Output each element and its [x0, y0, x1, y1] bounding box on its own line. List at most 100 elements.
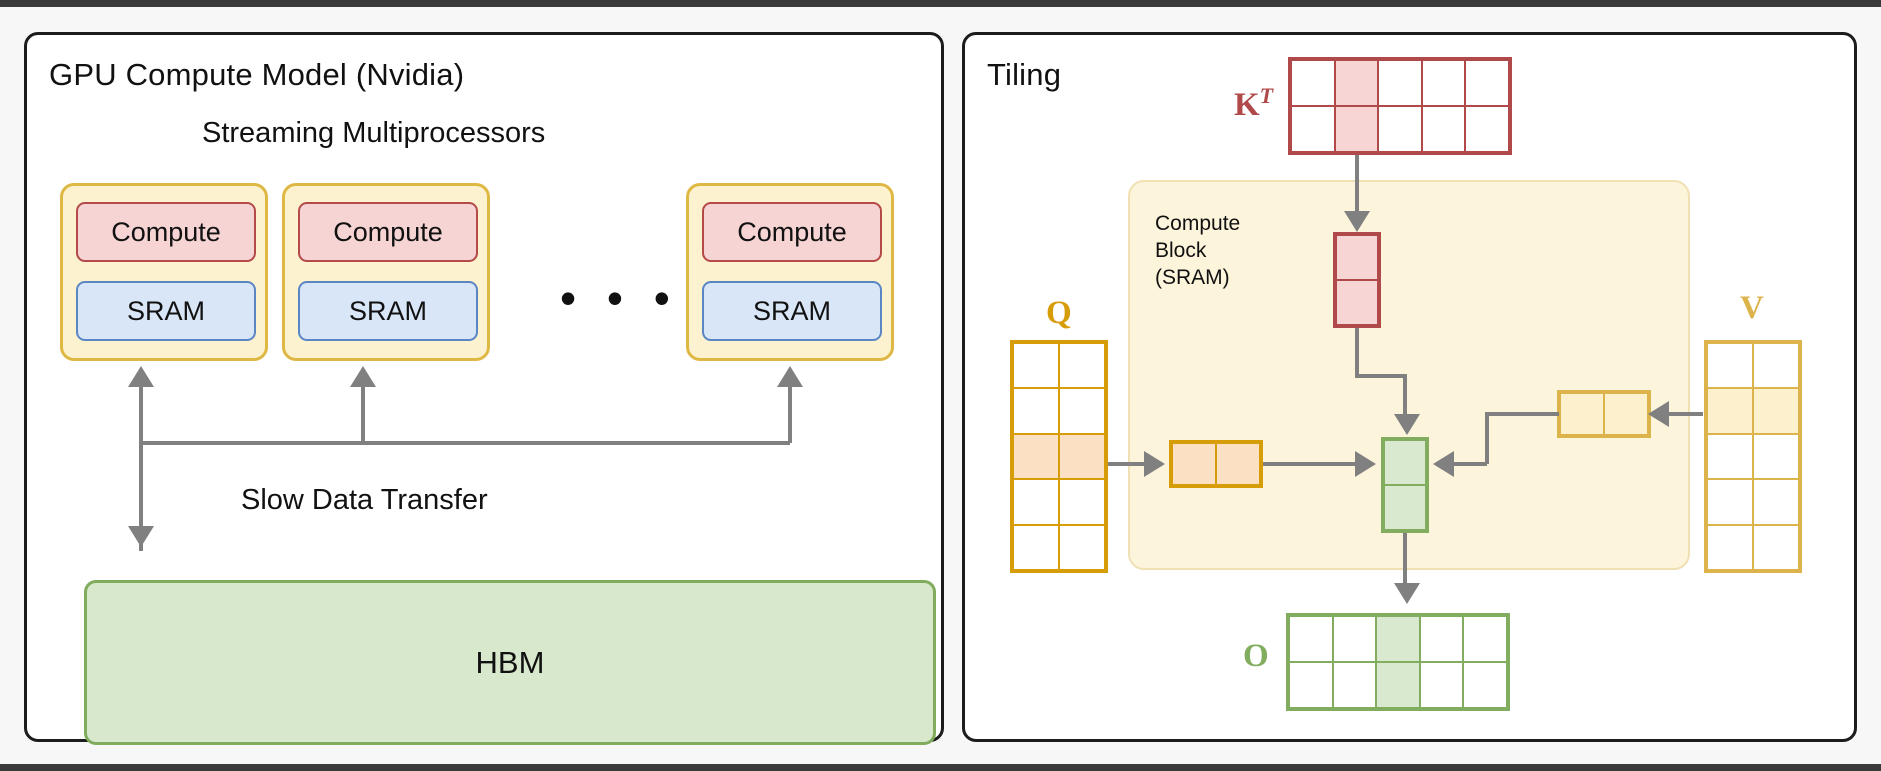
- matrix-cell: [1463, 616, 1507, 662]
- wire-vtile-into-otile: [1452, 462, 1487, 466]
- hbm-label: HBM: [475, 644, 545, 680]
- frame-border-bottom: [0, 764, 1881, 771]
- matrix-label-k-transpose: KT: [1234, 83, 1273, 124]
- matrix-cell: [1463, 662, 1507, 708]
- arrow-down-to-hbm: [128, 526, 154, 547]
- matrix-cell: [1707, 388, 1753, 434]
- bus-riser-sm-2: [361, 387, 365, 443]
- matrix-cell: [1376, 616, 1420, 662]
- matrix-cell: [1059, 388, 1105, 434]
- sm-block-2[interactable]: Compute SRAM: [282, 183, 490, 361]
- hbm-memory-block[interactable]: HBM: [84, 580, 936, 745]
- matrix-label-v: V: [1740, 290, 1764, 327]
- matrix-cell: [1753, 524, 1799, 570]
- matrix-label-k-text: K: [1234, 87, 1260, 123]
- tile-cell: [1216, 443, 1260, 485]
- matrix-cell: [1419, 616, 1464, 662]
- bus-down-leg-to-hbm: [139, 441, 143, 551]
- panel-gpu-compute-model: GPU Compute Model (Nvidia) Streaming Mul…: [24, 32, 944, 745]
- matrix-cell: [1753, 343, 1799, 389]
- matrix-cell: [1289, 616, 1333, 662]
- matrix-cell: [1334, 106, 1379, 152]
- matrix-k-transpose[interactable]: [1288, 57, 1512, 155]
- arrow-ktile-into-otile: [1394, 414, 1420, 435]
- q-tile-in-sram[interactable]: [1169, 440, 1263, 488]
- arrow-k-to-ktile: [1344, 211, 1370, 232]
- matrix-cell: [1059, 479, 1105, 525]
- matrix-o[interactable]: [1286, 613, 1510, 711]
- arrow-q-to-qtile: [1144, 451, 1165, 477]
- wire-ktile-into-otile: [1403, 374, 1407, 416]
- matrix-cell: [1013, 388, 1059, 434]
- wire-k-to-ktile: [1355, 155, 1359, 211]
- bus-riser-sm-1: [139, 387, 143, 443]
- matrix-label-q-text: Q: [1046, 295, 1072, 331]
- wire-vtile-down: [1485, 412, 1489, 464]
- arrow-vtile-into-otile: [1433, 451, 1454, 477]
- memory-bus-line: [139, 441, 790, 445]
- matrix-cell: [1059, 433, 1105, 480]
- compute-block-label-line-2: Block: [1155, 239, 1207, 262]
- matrix-cell: [1378, 106, 1422, 152]
- tile-cell: [1560, 393, 1604, 435]
- tile-cell: [1336, 280, 1378, 325]
- matrix-label-o: O: [1243, 638, 1269, 675]
- compute-block-label-line-1: Compute: [1155, 212, 1241, 235]
- sm-1-compute-unit: Compute: [76, 202, 256, 262]
- matrix-cell: [1753, 388, 1799, 434]
- k-tile-in-sram[interactable]: [1333, 232, 1381, 328]
- arrow-up-to-sm-1: [128, 366, 154, 387]
- slow-data-transfer-label: Slow Data Transfer: [241, 484, 488, 516]
- matrix-cell: [1707, 524, 1753, 570]
- matrix-cell: [1013, 479, 1059, 525]
- matrix-cell: [1334, 60, 1379, 106]
- arrow-qtile-to-otile: [1355, 451, 1376, 477]
- compute-block-label-line-3: (SRAM): [1155, 266, 1230, 289]
- section-heading-streaming-multiprocessors: Streaming Multiprocessors: [202, 117, 546, 149]
- wire-q-to-qtile: [1108, 462, 1148, 466]
- matrix-cell: [1013, 343, 1059, 389]
- matrix-label-o-text: O: [1243, 638, 1269, 674]
- wire-otile-to-o: [1403, 533, 1407, 585]
- sm-2-sram-unit: SRAM: [298, 281, 478, 341]
- tile-cell: [1604, 393, 1648, 435]
- sm-block-3[interactable]: Compute SRAM: [686, 183, 894, 361]
- matrix-cell: [1378, 60, 1422, 106]
- matrix-cell: [1707, 343, 1753, 389]
- compute-block-label: Compute Block (SRAM): [1155, 210, 1240, 291]
- o-tile-in-sram[interactable]: [1381, 437, 1429, 533]
- sm-ellipsis: • • •: [560, 272, 679, 324]
- matrix-cell: [1289, 662, 1333, 708]
- sm-block-1[interactable]: Compute SRAM: [60, 183, 268, 361]
- matrix-v[interactable]: [1704, 340, 1802, 573]
- matrix-label-q: Q: [1046, 295, 1072, 332]
- matrix-cell: [1707, 433, 1753, 480]
- wire-ktile-across: [1355, 374, 1407, 378]
- panel-title-tiling: Tiling: [987, 57, 1062, 92]
- matrix-cell: [1753, 479, 1799, 525]
- matrix-cell: [1376, 662, 1420, 708]
- sm-3-sram-unit: SRAM: [702, 281, 882, 341]
- matrix-q[interactable]: [1010, 340, 1108, 573]
- tile-cell: [1336, 235, 1378, 280]
- tile-cell: [1384, 440, 1426, 485]
- matrix-cell: [1707, 479, 1753, 525]
- matrix-cell: [1419, 662, 1464, 708]
- matrix-label-v-text: V: [1740, 290, 1764, 326]
- matrix-cell: [1465, 106, 1509, 152]
- panel-title-gpu-compute-model: GPU Compute Model (Nvidia): [49, 57, 465, 92]
- matrix-cell: [1013, 433, 1059, 480]
- matrix-cell: [1421, 60, 1466, 106]
- wire-vtile-across: [1485, 412, 1559, 416]
- wire-v-to-vtile: [1655, 412, 1703, 416]
- bus-riser-sm-3: [788, 387, 792, 443]
- v-tile-in-sram[interactable]: [1557, 390, 1651, 438]
- matrix-cell: [1291, 106, 1335, 152]
- matrix-cell: [1059, 343, 1105, 389]
- tile-cell: [1384, 485, 1426, 530]
- matrix-cell: [1421, 106, 1466, 152]
- tile-cell: [1172, 443, 1216, 485]
- sm-3-compute-unit: Compute: [702, 202, 882, 262]
- matrix-cell: [1059, 524, 1105, 570]
